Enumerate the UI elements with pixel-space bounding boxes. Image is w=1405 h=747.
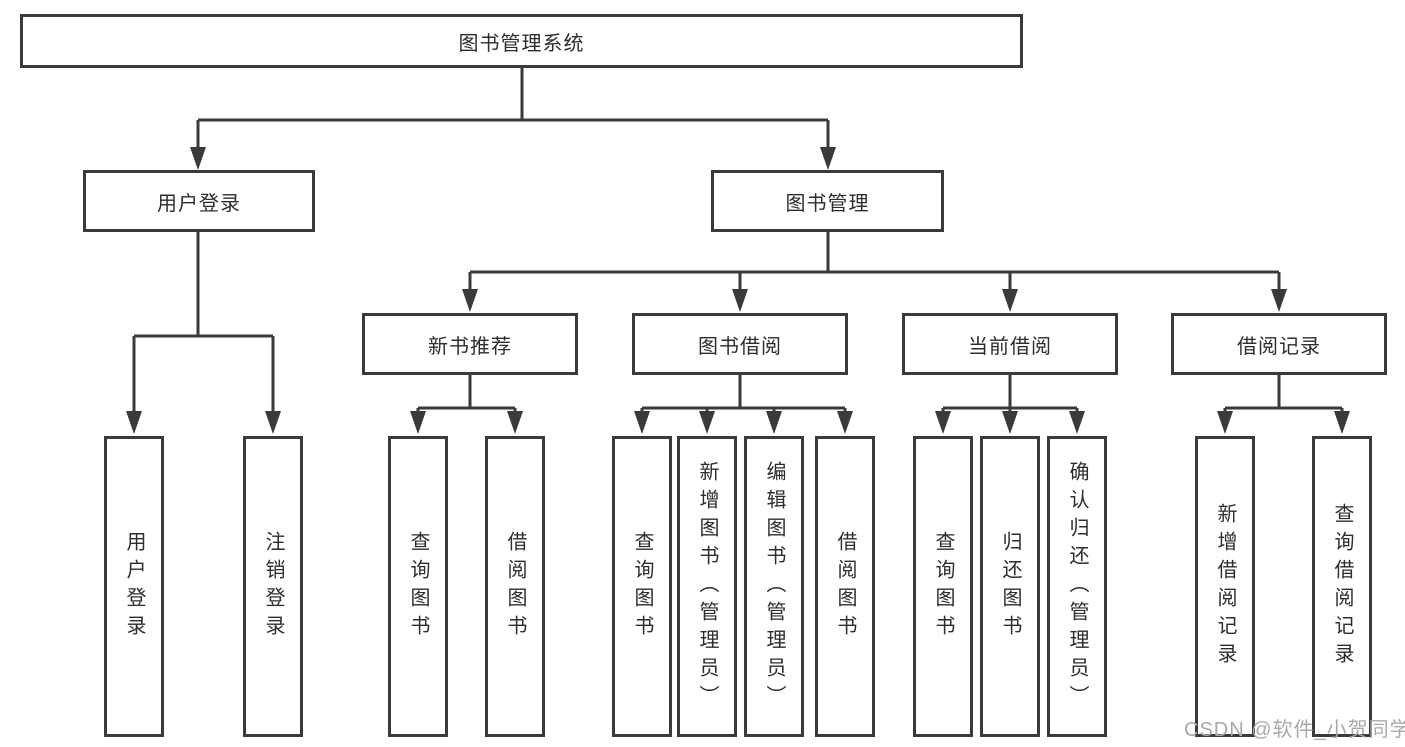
node-label: 图书管理系统 [458, 32, 585, 55]
leaf-logout-login: 注销登录 [243, 436, 303, 737]
leaf-bb-add-books-admin: 新增图书（管理员） [677, 436, 737, 737]
node-root-system: 图书管理系统 [20, 14, 1023, 68]
node-label: 新书推荐 [428, 335, 512, 358]
node-new-book-recommend: 新书推荐 [362, 313, 578, 375]
leaf-label: 查询借阅记录 [1331, 502, 1353, 671]
leaf-nb-query-books: 查询图书 [388, 436, 448, 737]
leaf-br-query-borrow-record: 查询借阅记录 [1312, 436, 1372, 737]
leaf-label: 注销登录 [262, 530, 284, 643]
node-book-borrow: 图书借阅 [632, 313, 848, 375]
node-label: 借阅记录 [1237, 335, 1321, 358]
node-user-login-module: 用户登录 [83, 170, 315, 232]
leaf-label: 查询图书 [932, 530, 954, 643]
leaf-bb-borrow-books: 借阅图书 [815, 436, 875, 737]
leaf-label: 新增图书（管理员） [696, 460, 718, 713]
leaf-cb-query-books: 查询图书 [913, 436, 973, 737]
node-label: 图书管理 [785, 192, 870, 215]
node-book-management-module: 图书管理 [711, 170, 944, 232]
node-current-borrow: 当前借阅 [902, 313, 1118, 375]
leaf-user-login: 用户登录 [104, 436, 164, 737]
leaf-bb-edit-books-admin: 编辑图书（管理员） [744, 436, 804, 737]
leaf-label: 归还图书 [999, 530, 1021, 643]
leaf-label: 借阅图书 [834, 530, 856, 643]
leaf-label: 新增借阅记录 [1214, 502, 1236, 671]
node-borrow-records: 借阅记录 [1171, 313, 1387, 375]
leaf-label: 编辑图书（管理员） [763, 460, 785, 713]
leaf-label: 用户登录 [123, 530, 145, 643]
node-label: 当前借阅 [968, 335, 1052, 358]
leaf-label: 查询图书 [631, 530, 653, 643]
leaf-bb-query-books: 查询图书 [612, 436, 672, 737]
node-label: 图书借阅 [698, 335, 782, 358]
leaf-cb-confirm-return-admin: 确认归还（管理员） [1047, 436, 1107, 737]
leaf-cb-return-books: 归还图书 [980, 436, 1040, 737]
node-label: 用户登录 [157, 192, 241, 215]
leaf-br-add-borrow-record: 新增借阅记录 [1195, 436, 1255, 737]
leaf-label: 确认归还（管理员） [1066, 460, 1088, 713]
leaf-label: 查询图书 [407, 530, 429, 643]
csdn-watermark: CSDN @软件_小贺同学 [1184, 719, 1405, 741]
leaf-nb-borrow-books: 借阅图书 [485, 436, 545, 737]
leaf-label: 借阅图书 [504, 530, 526, 643]
